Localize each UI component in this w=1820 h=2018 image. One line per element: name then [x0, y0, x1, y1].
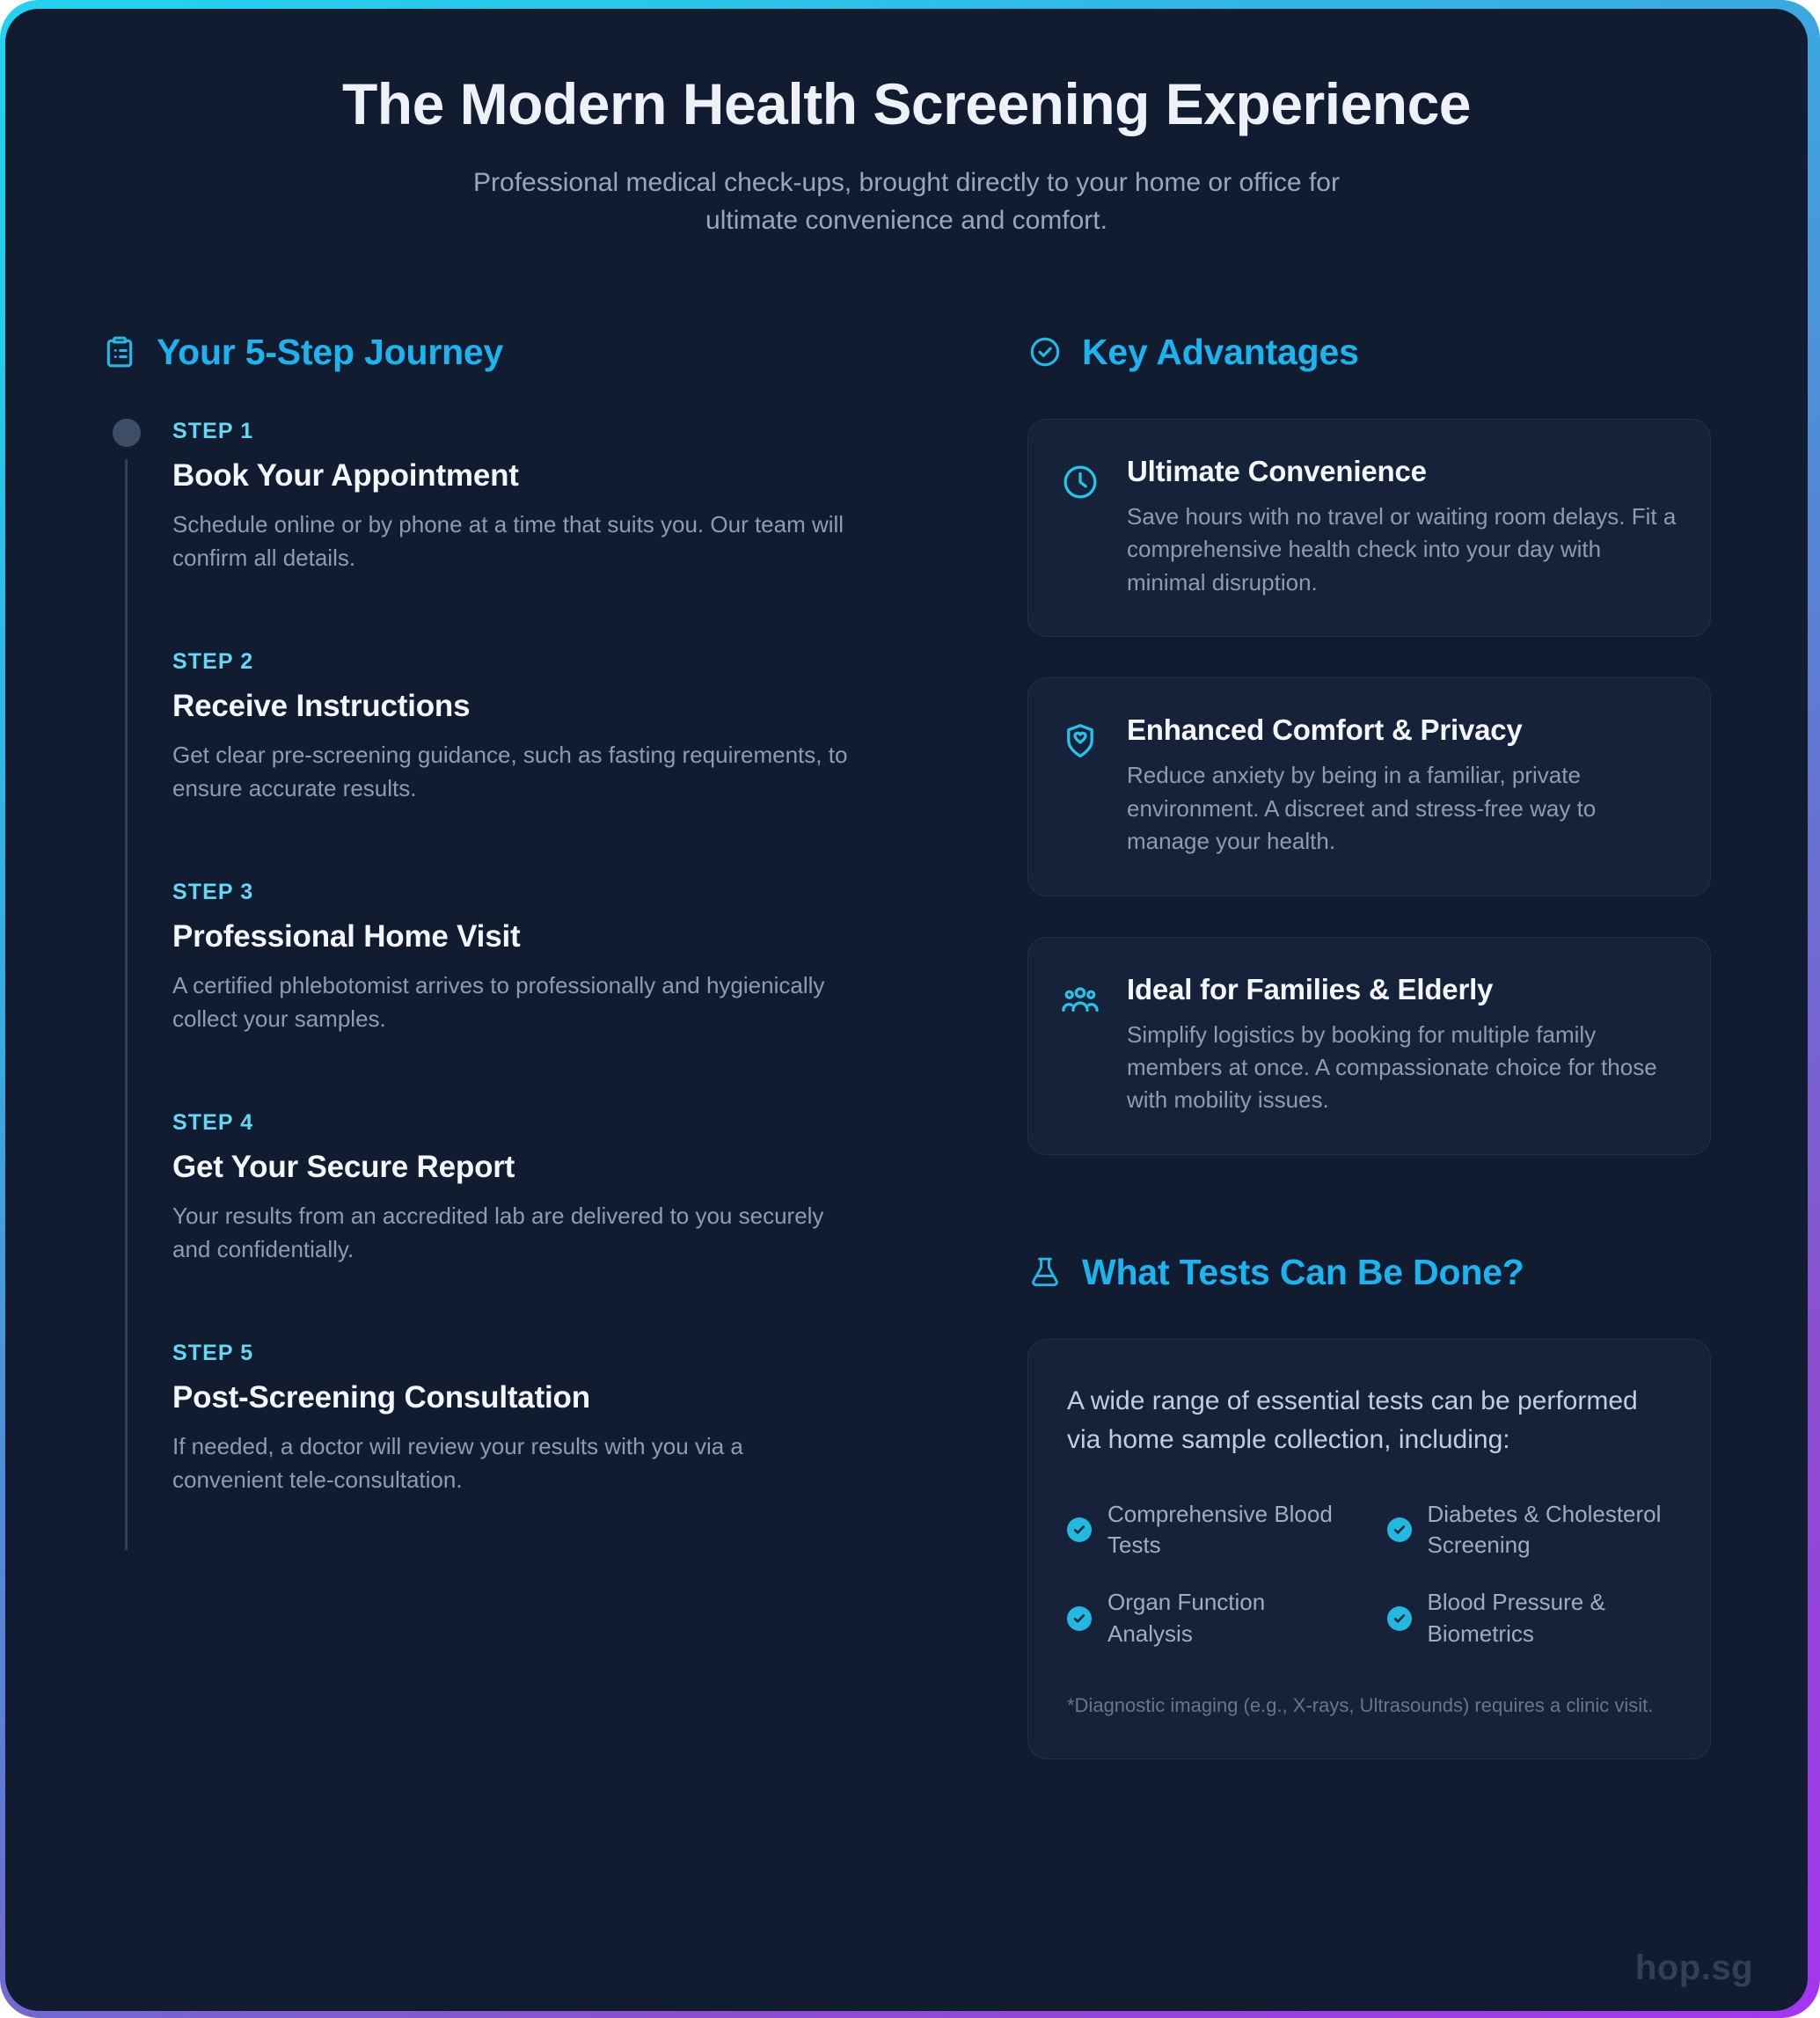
- check-circle-icon: [1386, 1517, 1412, 1542]
- list-item: Organ Function Analysis: [1067, 1587, 1352, 1649]
- step-description: Your results from an accredited lab are …: [172, 1202, 824, 1263]
- journey-heading: Your 5-Step Journey: [157, 331, 504, 372]
- clipboard-list-icon: [102, 334, 137, 369]
- advantage-description: Reduce anxiety by being in a familiar, p…: [1127, 762, 1597, 855]
- list-item-label: Comprehensive Blood Tests: [1107, 1500, 1333, 1558]
- tests-section: What Tests Can Be Done? A wide range of …: [1027, 1252, 1711, 1759]
- advantage-body: Ultimate Convenience Save hours with no …: [1127, 455, 1677, 599]
- advantage-card: Ultimate Convenience Save hours with no …: [1027, 418, 1711, 638]
- step-label: STEP 2: [172, 648, 254, 674]
- advantages-column: Key Advantages Ultimate Convenience Save…: [1027, 332, 1711, 1759]
- step-description: A certified phlebotomist arrives to prof…: [172, 971, 825, 1033]
- watermark: hop.sg: [1634, 1949, 1753, 1987]
- step-title: Receive Instructions: [172, 688, 471, 723]
- check-circle-icon: [1386, 1605, 1412, 1631]
- journey-step: STEP 2 Receive Instructions Get clear pr…: [172, 649, 973, 806]
- timeline-line: [125, 458, 128, 1550]
- step-description: Get clear pre-screening guidance, such a…: [172, 741, 848, 802]
- journey-step: STEP 1 Book Your Appointment Schedule on…: [172, 419, 973, 575]
- advantages-heading: Key Advantages: [1082, 331, 1359, 372]
- tests-footnote: *Diagnostic imaging (e.g., X-rays, Ultra…: [1067, 1694, 1654, 1717]
- content-columns: Your 5-Step Journey STEP 1 Book Your App…: [5, 240, 1808, 1759]
- step-description: Schedule online or by phone at a time th…: [172, 510, 844, 572]
- timeline-marker-dot: [113, 418, 141, 447]
- step-label: STEP 5: [172, 1340, 254, 1365]
- tests-intro-text: A wide range of essential tests can be p…: [1067, 1386, 1638, 1455]
- clock-icon: [1060, 462, 1100, 502]
- list-item-label: Organ Function Analysis: [1107, 1589, 1266, 1647]
- journey-step: STEP 4 Get Your Secure Report Your resul…: [172, 1110, 973, 1267]
- journey-step: STEP 5 Post-Screening Consultation If ne…: [172, 1341, 973, 1497]
- list-item: Blood Pressure & Biometrics: [1386, 1587, 1672, 1649]
- advantage-title: Ultimate Convenience: [1127, 454, 1427, 487]
- advantage-title: Ideal for Families & Elderly: [1127, 972, 1494, 1005]
- flask-icon: [1027, 1254, 1063, 1290]
- step-label: STEP 1: [172, 418, 254, 443]
- advantage-card: Ideal for Families & Elderly Simplify lo…: [1027, 936, 1711, 1155]
- infographic-panel: The Modern Health Screening Experience P…: [5, 9, 1808, 2011]
- journey-timeline: STEP 1 Book Your Appointment Schedule on…: [102, 418, 973, 1550]
- list-item-label: Diabetes & Cholesterol Screening: [1427, 1500, 1662, 1558]
- page-title: The Modern Health Screening Experience: [341, 71, 1472, 136]
- step-title: Get Your Secure Report: [172, 1149, 515, 1184]
- tests-section-header: What Tests Can Be Done?: [1027, 1252, 1711, 1293]
- users-group-icon: [1060, 980, 1100, 1020]
- tests-heading: What Tests Can Be Done?: [1082, 1251, 1524, 1292]
- check-circle-icon: [1067, 1605, 1092, 1631]
- step-title: Book Your Appointment: [172, 457, 519, 493]
- tests-card: A wide range of essential tests can be p…: [1027, 1338, 1711, 1759]
- step-label: STEP 3: [172, 879, 254, 904]
- page-subtitle: Professional medical check-ups, brought …: [473, 167, 1340, 236]
- advantage-card: Enhanced Comfort & Privacy Reduce anxiet…: [1027, 677, 1711, 896]
- step-description: If needed, a doctor will review your res…: [172, 1432, 743, 1494]
- advantage-description: Simplify logistics by booking for multip…: [1127, 1020, 1657, 1114]
- advantage-body: Ideal for Families & Elderly Simplify lo…: [1127, 973, 1677, 1117]
- step-title: Post-Screening Consultation: [172, 1379, 590, 1415]
- journey-column: Your 5-Step Journey STEP 1 Book Your App…: [102, 332, 973, 1759]
- list-item-label: Blood Pressure & Biometrics: [1427, 1589, 1605, 1647]
- list-item: Comprehensive Blood Tests: [1067, 1499, 1352, 1561]
- journey-step: STEP 3 Professional Home Visit A certifi…: [172, 880, 973, 1036]
- advantage-title: Enhanced Comfort & Privacy: [1127, 713, 1523, 747]
- check-circle-icon: [1067, 1517, 1092, 1542]
- journey-section-header: Your 5-Step Journey: [102, 332, 973, 373]
- advantages-section-header: Key Advantages: [1027, 332, 1711, 373]
- shield-heart-icon: [1060, 720, 1100, 761]
- step-title: Professional Home Visit: [172, 918, 521, 954]
- step-label: STEP 4: [172, 1109, 254, 1135]
- advantage-body: Enhanced Comfort & Privacy Reduce anxiet…: [1127, 713, 1677, 858]
- tests-list: Comprehensive Blood Tests Diabetes & Cho…: [1067, 1499, 1671, 1649]
- hero-section: The Modern Health Screening Experience P…: [5, 9, 1808, 240]
- list-item: Diabetes & Cholesterol Screening: [1386, 1499, 1672, 1561]
- advantage-description: Save hours with no travel or waiting roo…: [1127, 502, 1677, 596]
- circle-check-icon: [1027, 334, 1063, 369]
